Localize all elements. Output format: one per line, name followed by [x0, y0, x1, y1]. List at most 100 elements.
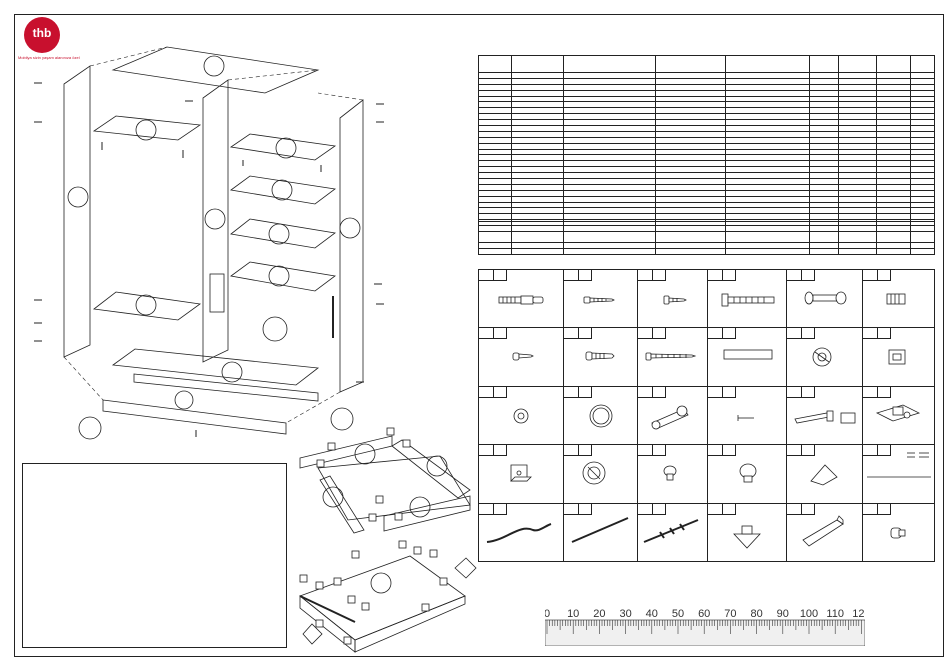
cam-lock-icon — [812, 347, 832, 367]
knob-icon — [739, 463, 757, 483]
hardware-cell — [863, 386, 935, 446]
part-callout — [135, 294, 157, 316]
logo-text: thb — [32, 26, 52, 40]
page-frame — [14, 14, 944, 657]
hardware-cell — [708, 386, 787, 446]
part-callout — [268, 265, 290, 287]
part-callout — [354, 443, 376, 465]
drawer-back — [299, 435, 393, 469]
hardware-cell — [787, 503, 863, 562]
hardware-cell — [638, 445, 708, 504]
right-shelf-2 — [230, 175, 337, 205]
long-bolt-icon — [721, 293, 775, 307]
hardware-cell — [638, 386, 708, 446]
top-panel — [111, 46, 320, 94]
hardware-grid — [478, 269, 935, 562]
middle-divider — [202, 79, 229, 363]
bottom-panel — [111, 348, 320, 386]
ruler-label: 60 — [698, 608, 710, 620]
small-peg-icon — [890, 527, 906, 538]
corner-plate-icon — [888, 349, 906, 365]
left-top-shelf — [92, 115, 202, 141]
right-shelf-1 — [229, 133, 337, 161]
l-bracket-icon — [802, 514, 844, 547]
part-callout — [339, 217, 361, 239]
hardware-cell — [564, 270, 638, 329]
cap-disc-icon — [589, 404, 613, 428]
curved-handle-icon — [486, 522, 552, 543]
part-callout — [135, 119, 157, 141]
ruler-label: 50 — [672, 608, 684, 620]
ruler-label: 120 — [852, 608, 865, 620]
ruler-label: 70 — [724, 608, 736, 620]
hardware-cell — [564, 445, 638, 504]
wedge-bracket-icon — [810, 464, 838, 486]
angle-bracket-icon — [510, 464, 532, 482]
hardware-cell — [787, 328, 863, 387]
hardware-cell — [564, 386, 638, 446]
ruler-label: 40 — [646, 608, 658, 620]
ruler-label: 30 — [619, 608, 631, 620]
hardware-cell — [863, 328, 935, 387]
hinge-detail — [209, 273, 225, 313]
ruler-label: 80 — [750, 608, 762, 620]
part-callout — [78, 416, 102, 440]
parts-list-table — [478, 55, 935, 233]
hardware-cell — [787, 445, 863, 504]
triangle-bracket-icon — [733, 525, 761, 549]
measuring-ruler: 0102030405060708090100110120 — [545, 608, 865, 646]
toothed-rail-icon — [643, 518, 699, 543]
hardware-cell — [564, 503, 638, 562]
chipboard-screw-icon — [585, 351, 615, 361]
part-callout — [409, 496, 431, 518]
drawer-front — [383, 495, 471, 532]
right-side-panel — [339, 99, 364, 393]
hardware-cell — [479, 503, 564, 562]
part-callout — [204, 208, 226, 230]
washer-icon — [513, 408, 529, 424]
notes-box — [22, 463, 287, 648]
plinth-front — [102, 399, 287, 435]
hardware-cell — [863, 503, 935, 562]
hardware-cell — [479, 270, 564, 329]
hardware-cell — [564, 328, 638, 387]
diamond-callout — [454, 557, 477, 579]
diamond-callout — [302, 623, 323, 645]
hardware-cell — [638, 270, 708, 329]
part-callout — [426, 455, 448, 477]
hardware-cell — [479, 328, 564, 387]
hardware-cell — [708, 503, 787, 562]
plastic-strip-icon — [723, 349, 773, 360]
wood-screw-icon — [583, 296, 615, 304]
drawer-slide-icon — [794, 410, 856, 424]
right-shelf-4 — [230, 261, 336, 292]
part-callout — [275, 137, 297, 159]
part-callout — [271, 179, 293, 201]
ruler-label: 110 — [826, 608, 844, 620]
part-callout — [221, 361, 243, 383]
hardware-cell — [863, 270, 935, 329]
ruler-label: 10 — [567, 608, 579, 620]
hardware-cell — [787, 270, 863, 329]
hardware-cell — [708, 328, 787, 387]
drawer-side-right — [391, 439, 471, 499]
ruler-label: 20 — [593, 608, 605, 620]
hardware-cell — [479, 445, 564, 504]
round-cam-icon — [582, 461, 606, 485]
hardware-cell — [863, 445, 935, 504]
brand-logo: thb — [24, 17, 60, 53]
drawer-runner — [299, 595, 356, 623]
small-screw-icon — [512, 352, 534, 361]
left-bottom-shelf — [92, 291, 202, 321]
hanging-rail-icon — [867, 452, 931, 478]
hardware-cell — [708, 270, 787, 329]
part-callout — [330, 407, 354, 431]
connector-bolt-icon — [804, 291, 847, 305]
hardware-cell — [708, 445, 787, 504]
part-callout — [268, 223, 290, 245]
part-callout — [174, 390, 194, 410]
long-chipboard-screw-icon — [645, 352, 697, 361]
hardware-cell — [787, 386, 863, 446]
part-callout — [370, 572, 392, 594]
